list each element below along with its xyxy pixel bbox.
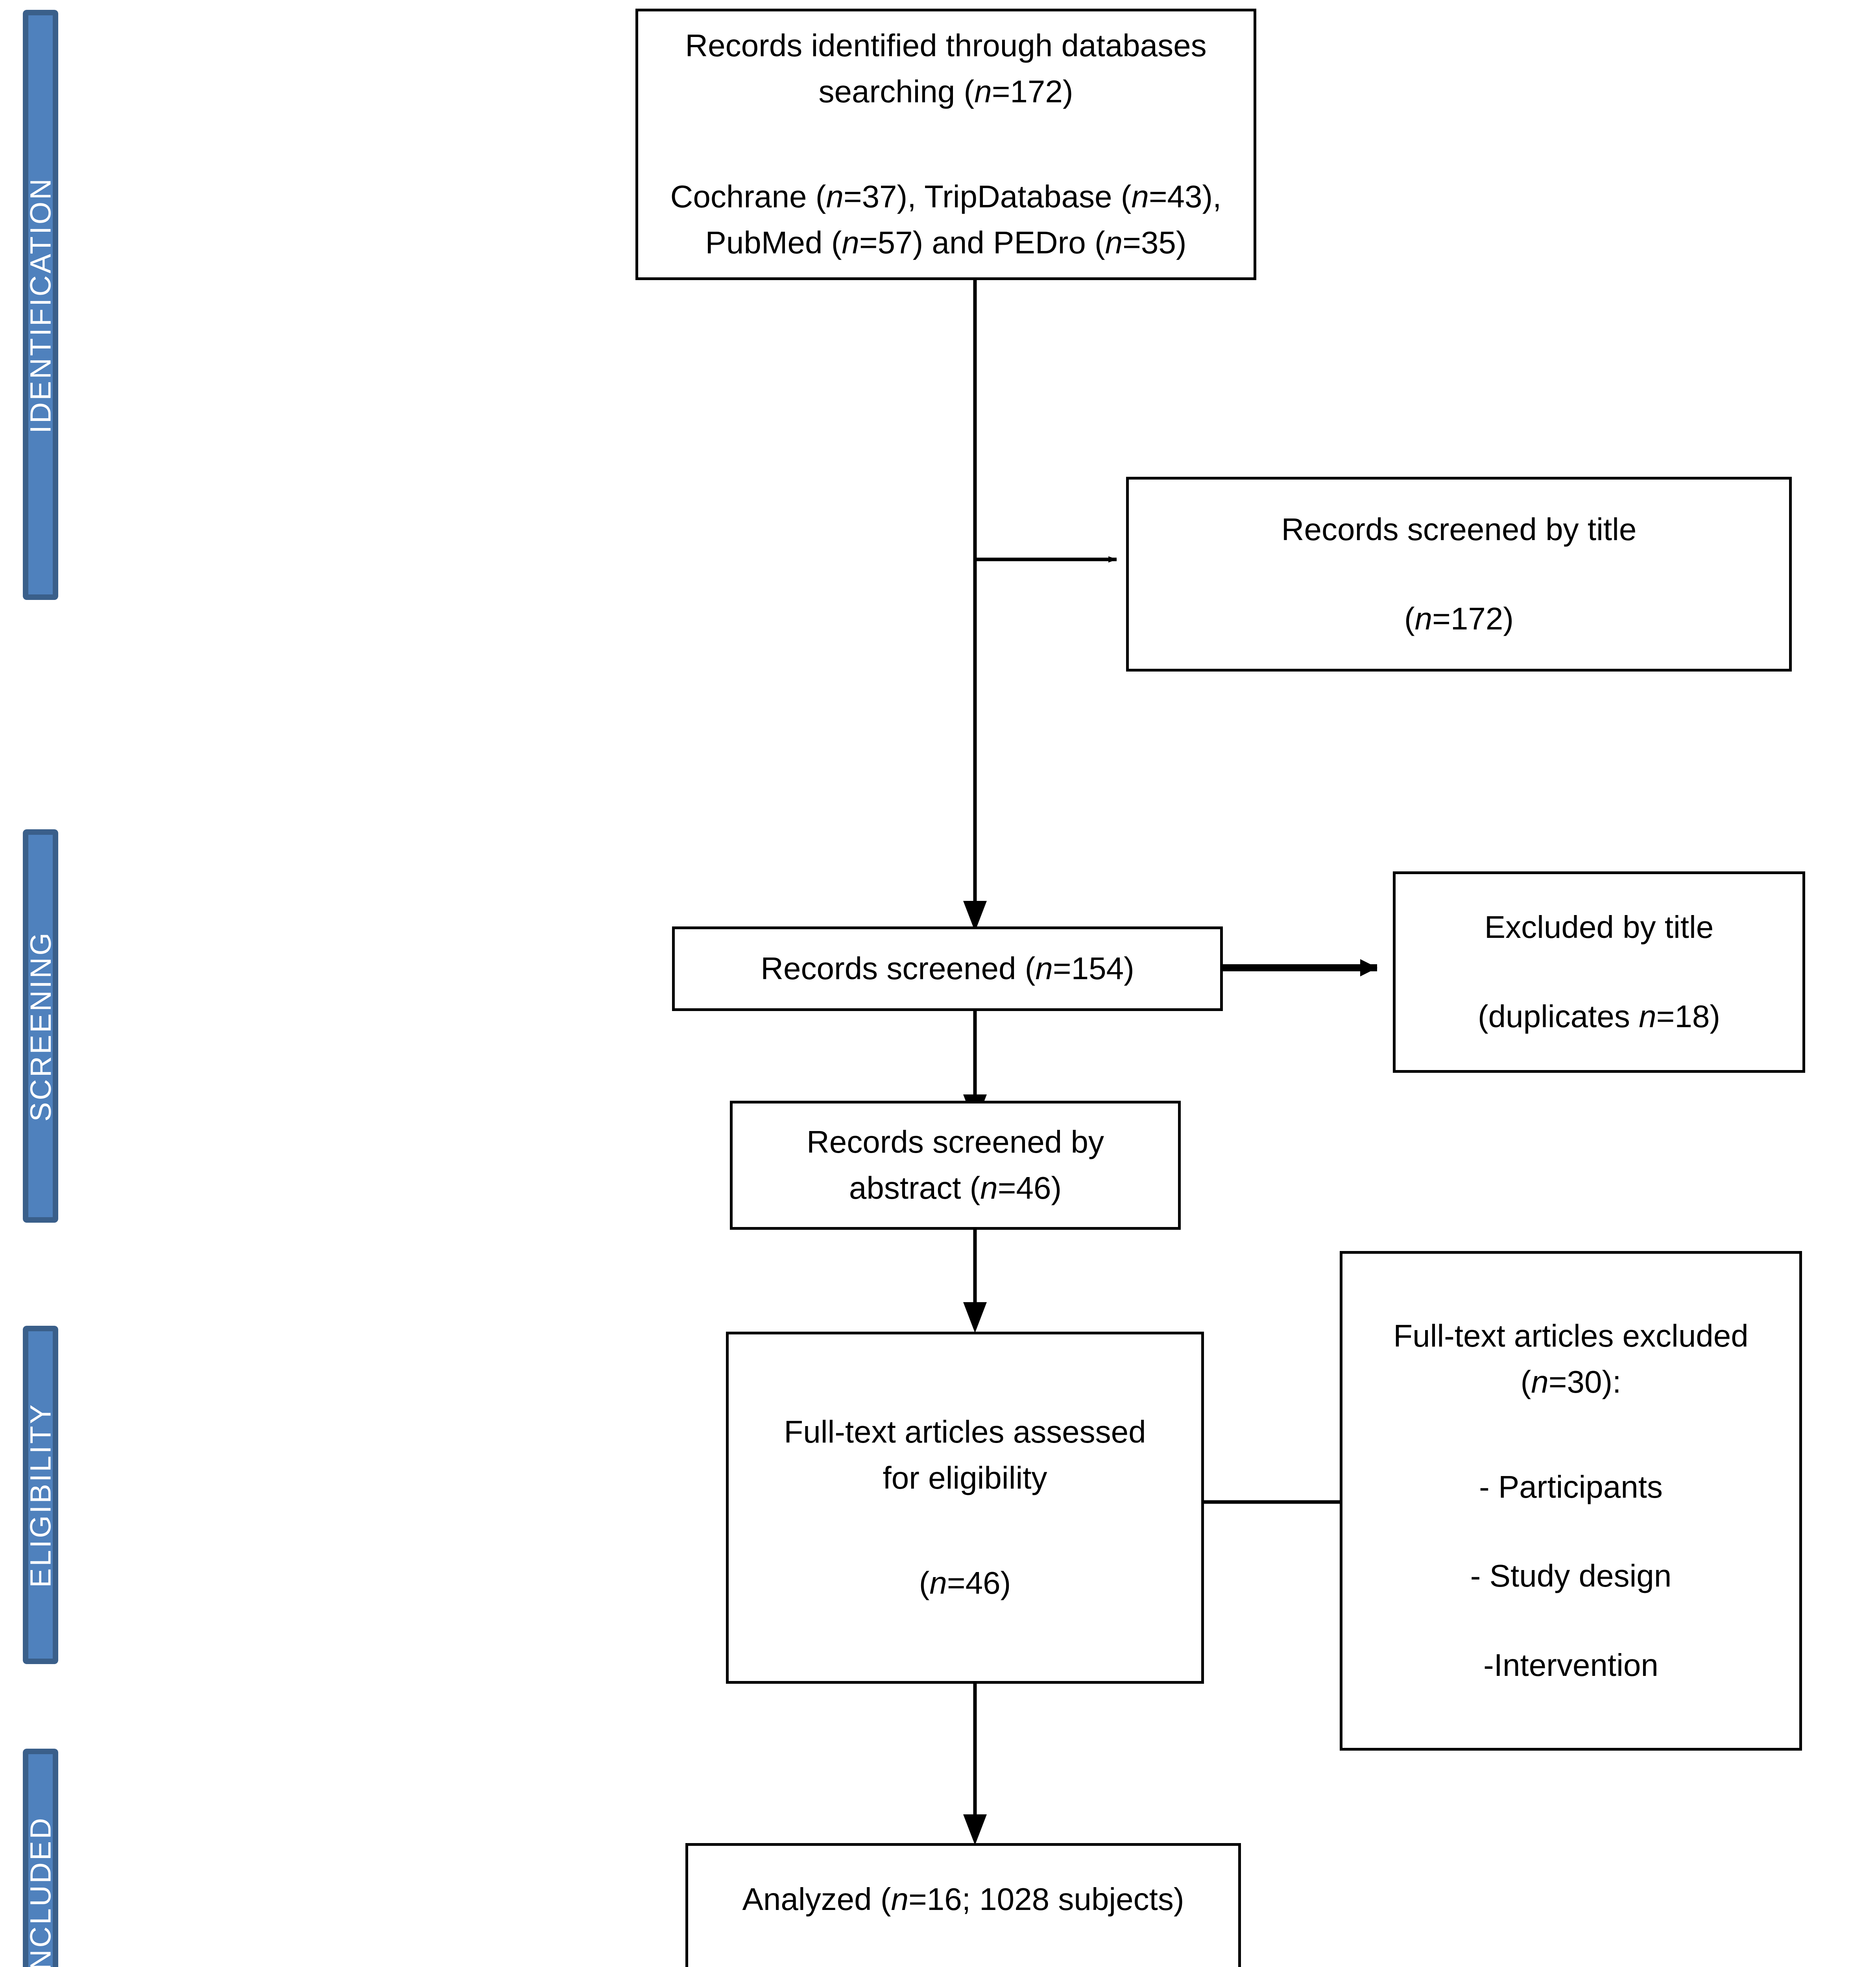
box-records-identified: Records identified through databases sea… [635, 9, 1256, 280]
phase-bar-eligibility: ELIGIBILITY [23, 1326, 58, 1664]
fulltext-assessed-line-3: (n=46) [919, 1565, 1011, 1600]
phase-bar-identification: IDENTIFICATION [23, 10, 58, 600]
edge-screened-by-abstract-to-fulltext-assessed [963, 1229, 987, 1333]
screened-by-title-line-2: (n=172) [1404, 601, 1514, 636]
records-identified-line-2: searching (n=172) [818, 74, 1073, 109]
box-records-screened: Records screened (n=154) [672, 926, 1223, 1011]
phase-bar-screening: SCREENING [23, 829, 58, 1223]
records-identified-line-4: PubMed (n=57) and PEDro (n=35) [705, 225, 1187, 260]
excluded-by-title-line-2: (duplicates n=18) [1478, 999, 1720, 1034]
analyzed-line-1: Analyzed (n=16; 1028 subjects) [742, 1881, 1184, 1917]
excluded-by-title-line-1: Excluded by title [1484, 910, 1714, 945]
records-identified-line-3: Cochrane (n=37), TripDatabase (n=43), [670, 179, 1222, 214]
phase-label-identification: IDENTIFICATION [24, 176, 57, 434]
edge-fulltext-assessed-to-analyzed [963, 1684, 987, 1845]
screened-by-abstract-line-2: abstract (n=46) [849, 1170, 1062, 1205]
box-excluded-by-title: Excluded by title (duplicates n=18) [1393, 871, 1805, 1073]
box-analyzed: Analyzed (n=16; 1028 subjects) RCCT (n=1… [685, 1843, 1241, 1967]
records-identified-line-1: Records identified through databases [685, 28, 1207, 63]
screened-by-title-line-1: Records screened by title [1281, 511, 1637, 547]
box-fulltext-excluded: Full-text articles excluded (n=30): - Pa… [1340, 1251, 1802, 1751]
screened-by-abstract-line-1: Records screened by [807, 1124, 1104, 1160]
fulltext-excluded-reason-3: -Intervention [1483, 1648, 1658, 1683]
fulltext-excluded-reason-1: - Participants [1479, 1469, 1663, 1504]
box-records-screened-by-abstract: Records screened by abstract (n=46) [730, 1101, 1181, 1230]
records-screened-line-1: Records screened (n=154) [761, 951, 1134, 986]
phase-label-screening: SCREENING [24, 930, 57, 1122]
edge-identified-to-records-screened [963, 280, 987, 932]
fulltext-assessed-line-1: Full-text articles assessed [784, 1414, 1146, 1450]
phase-bar-included: INCLUDED [23, 1749, 58, 1967]
phase-label-eligibility: ELIGIBILITY [24, 1402, 57, 1588]
box-fulltext-assessed: Full-text articles assessed for eligibil… [726, 1332, 1204, 1684]
box-records-screened-by-title: Records screened by title (n=172) [1126, 477, 1792, 672]
phase-label-included: INCLUDED [24, 1816, 57, 1967]
fulltext-excluded-line-2: (n=30): [1520, 1364, 1621, 1399]
fulltext-excluded-line-1: Full-text articles excluded [1393, 1318, 1749, 1353]
fulltext-excluded-reason-2: - Study design [1470, 1558, 1672, 1594]
fulltext-assessed-line-2: for eligibility [883, 1460, 1047, 1496]
